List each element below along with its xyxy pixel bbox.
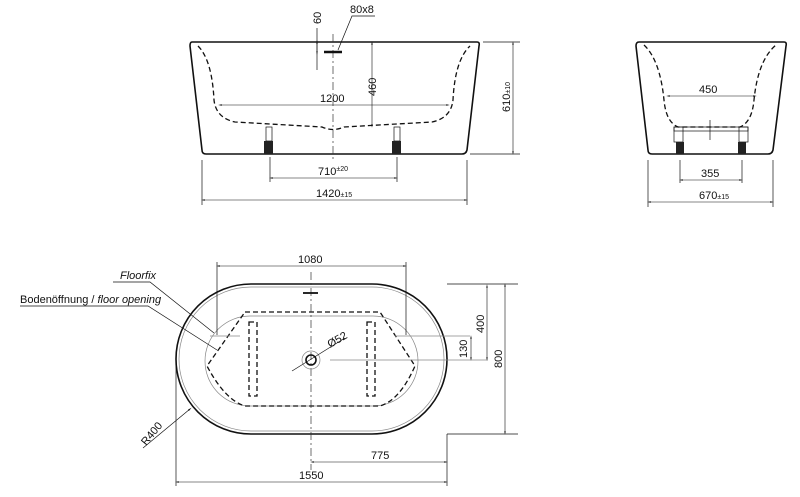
front-inner-basin [197,45,471,131]
inner-floor-outline [206,311,416,407]
label-drain-diameter: Ø52 [326,330,350,351]
side-feet-frame [673,120,749,154]
label-inner-depth: 460 [367,78,379,96]
side-view: 450 355 670±15 [635,41,788,207]
label-top-length: 1550 [299,470,323,482]
label-width: 800 [493,350,505,368]
floorfix-rail-right [366,321,376,397]
label-opening-length: 1080 [298,254,322,266]
label-feet-spacing: 710±20 [318,166,348,178]
label-floorfix: Floorfix [120,270,157,282]
label-overflow-size: 80x8 [350,4,374,16]
front-tub-outline [189,41,481,155]
front-view: 60 80x8 460 1200 610±10 710±20 1420±15 [189,4,520,205]
label-half-length: 775 [371,450,389,462]
label-half-width: 400 [475,315,487,333]
label-overflow-height: 60 [312,12,324,24]
label-side-width: 670±15 [699,190,729,202]
label-height: 610±10 [501,82,513,112]
floorfix-rail-left [248,321,258,397]
label-length: 1420±15 [316,188,352,200]
drain-icon [305,354,317,366]
drain-outer [301,350,321,370]
front-feet [264,126,401,154]
label-side-inner-width: 450 [699,84,717,96]
label-floor-opening: Bodenöffnung / floor opening [20,294,162,306]
label-inner-length: 1200 [320,93,344,105]
top-view: Ø52 1080 400 130 800 775 1550 R400 Floor… [20,254,518,486]
side-tub-outline [635,41,788,155]
top-tub-outline [175,283,448,435]
label-side-feet-spacing: 355 [701,168,719,180]
floor-opening-outline [204,315,419,407]
label-radius: R400 [139,420,165,448]
label-drain-offset: 130 [458,340,470,358]
